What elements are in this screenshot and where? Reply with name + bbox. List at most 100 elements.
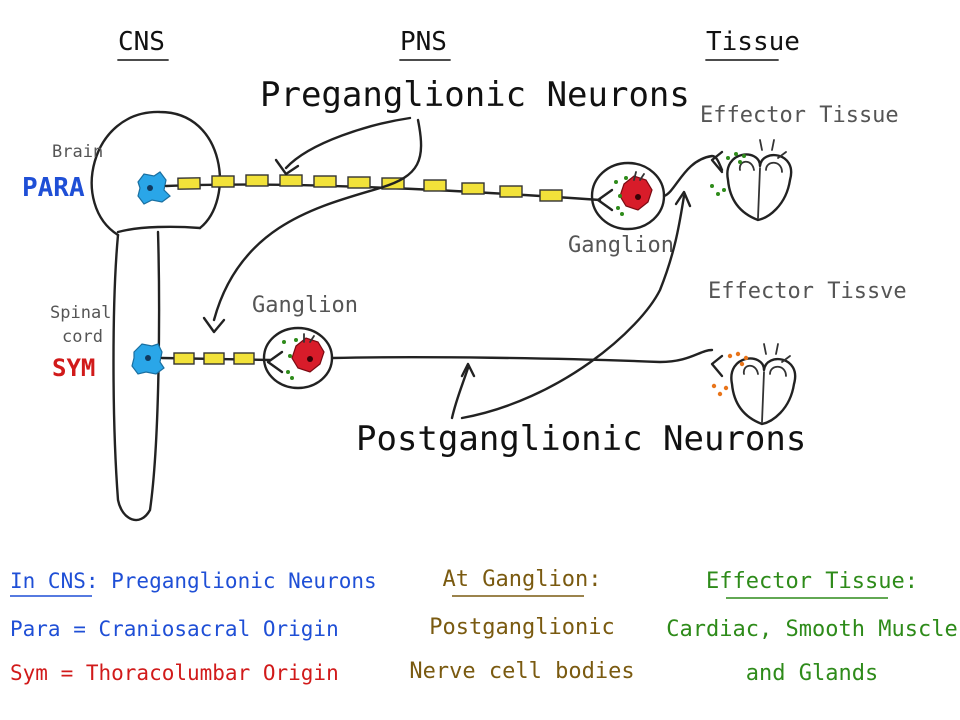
sym-ganglion-cell-body [291,337,325,373]
dot [618,194,622,198]
cns-legend-prefix: In CNS [10,569,86,593]
heart-septum [757,167,761,219]
pre-arrowhead-top [274,158,300,176]
cns-legend-heading: In CNS: Preganglionic Neurons [10,569,377,593]
dot [726,156,730,160]
effector-top-dots [710,152,746,196]
sym-nucleus [145,355,151,361]
para-origin-text: Para = Craniosacral Origin [10,617,339,641]
dot [710,184,714,188]
heart-chambers [739,160,783,173]
pre-pointer-top [284,116,412,170]
bottom-legend-effector: Effector Tissue: Cardiac, Smooth Muscle … [666,569,957,686]
brainstem-junction [116,225,202,234]
effector-legend-title: Effector Tissue: [706,569,918,594]
heart-outline [730,357,797,426]
myelin-segment [539,189,563,202]
myelin-segment [177,177,201,190]
dot [288,354,292,358]
effector-label-top: Effector Tissue [700,103,899,128]
heart-chambers [743,364,787,377]
heart-septum [761,371,765,423]
myelin-segment [173,352,195,365]
header-cns: CNS [118,27,165,57]
effector-legend-line2: and Glands [746,661,878,686]
para-effector-terminal [710,150,724,174]
dot [290,376,294,380]
post-pointer-left [450,366,470,420]
dot [294,338,298,342]
effector-heart-bottom [711,343,797,426]
dot [711,383,717,389]
column-headers: CNS PNS Tissue [117,27,800,61]
dot [727,353,733,359]
effector-legend-line1: Cardiac, Smooth Muscle [666,617,957,642]
para-ganglion-cell-body [619,175,653,211]
spinal-label: Spinal [50,303,111,323]
bottom-legend-ganglion: At Ganglion: Postganglionic Nerve cell b… [409,567,634,684]
pre-arrowhead-bottom [202,316,226,334]
myelin-segment [313,175,337,188]
postganglionic-title: Postganglionic Neurons [356,419,806,459]
myelin-segment [279,174,303,187]
para-postganglionic-axon [662,154,724,198]
para-cell-body [137,171,171,205]
dot [743,355,749,361]
dot [620,212,624,216]
sym-preganglionic-neuron [131,343,272,375]
dot [716,192,720,196]
para-ganglion-nucleus [635,194,641,200]
brain-label: Brain [52,142,103,162]
dot [735,351,741,357]
header-pns: PNS [400,27,447,57]
ganglion-legend-line1: Postganglionic [429,615,614,640]
myelin-segment [245,174,269,187]
myelin-segment [211,175,235,188]
sym-postganglionic-axon [330,348,714,364]
dot [722,188,726,192]
pre-pointer-bottom [212,118,423,322]
para-nucleus [147,185,153,191]
ganglion-legend-line2: Nerve cell bodies [409,659,634,684]
heart-outline [726,153,793,222]
header-tissue: Tissue [706,27,800,57]
effector-bottom-dots [711,351,749,397]
dot [614,180,618,184]
sym-synapse-terminal [266,350,284,374]
dot [739,361,745,367]
dot [723,385,729,391]
cns-legend-rest: : Preganglionic Neurons [86,569,377,593]
para-myelin-sheaths [177,174,563,202]
ganglion-label-bottom: Ganglion [252,293,358,318]
para-label: PARA [22,173,85,203]
para-dendrites [633,171,645,181]
sym-origin-text: Sym = Thoracolumbar Origin [10,661,339,685]
sym-dendrites [303,333,315,343]
para-preganglionic-neuron [137,171,602,205]
dot [616,206,620,210]
dot [624,176,628,180]
myelin-segment [499,185,523,198]
heart-vessels [763,343,791,363]
sym-ganglion [262,326,334,390]
myelin-segment [233,352,255,365]
cord-label: cord [62,327,103,347]
para-neurotransmitter-dots [614,176,628,216]
dot [717,391,723,397]
sym-myelin-sheaths [173,352,255,365]
effector-heart-top [710,139,793,222]
myelin-segment [203,352,225,365]
dot [282,340,286,344]
myelin-segment [347,176,371,189]
cns-outline [90,110,221,522]
sym-effector-terminal [710,354,724,378]
sym-label: SYM [52,354,95,382]
para-synapse-terminal [596,188,614,212]
dot [742,154,746,158]
spinal-cord-outline [112,230,161,522]
bottom-legend-cns: In CNS: Preganglionic Neurons Para = Cra… [10,569,377,685]
myelin-segment [423,179,447,192]
sym-ganglion-nucleus [307,356,313,362]
